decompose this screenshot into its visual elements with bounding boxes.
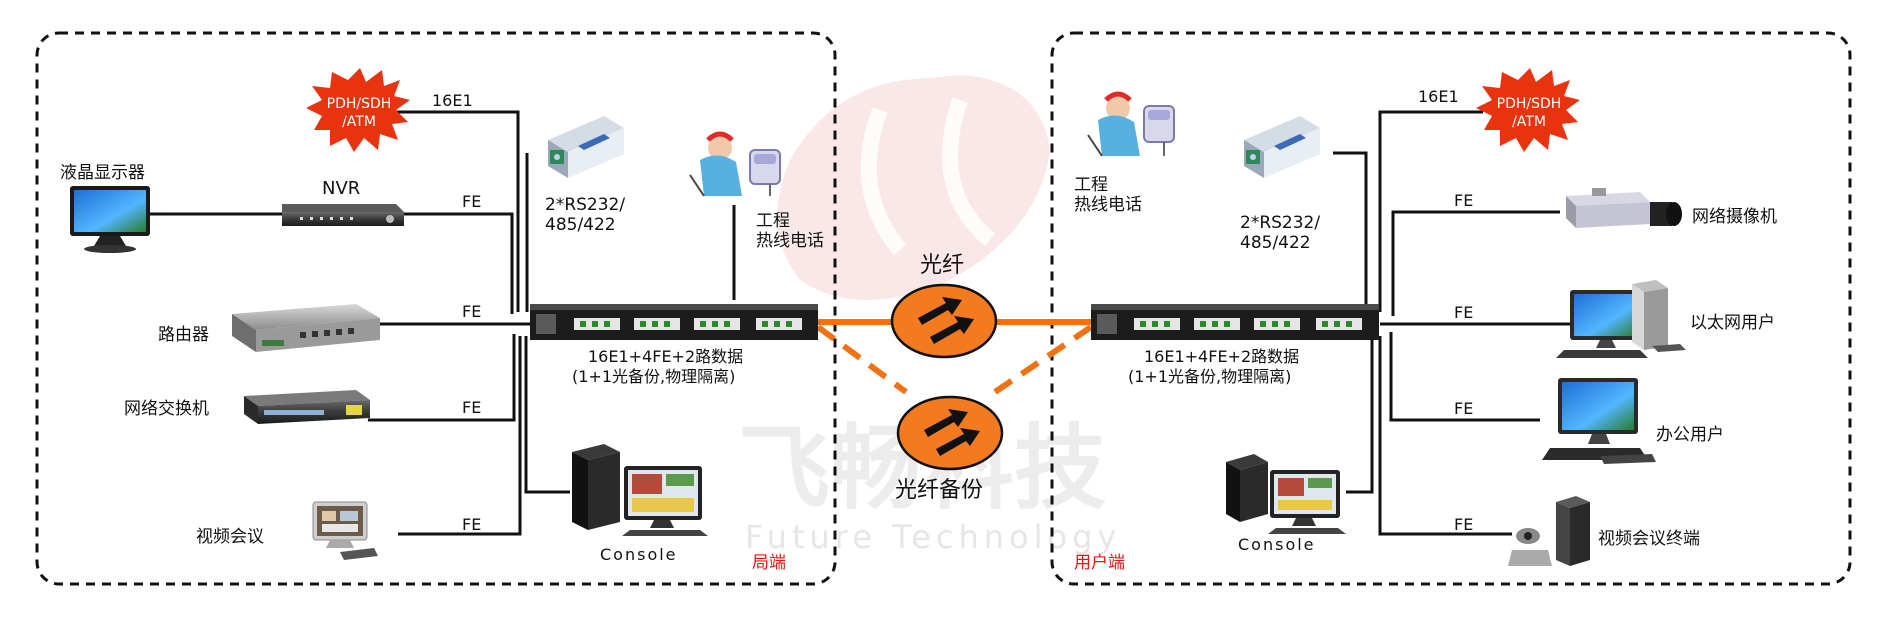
- pdh-label-left-2: /ATM: [342, 114, 376, 130]
- lcd-label: 液晶显示器: [60, 163, 145, 183]
- fiber-arrow-icon: [918, 297, 974, 344]
- network-camera-icon: [1566, 188, 1682, 228]
- e1-link-label-left: 16E1: [432, 91, 473, 110]
- device-caption-left-2: (1+1光备份,物理隔离): [572, 367, 735, 386]
- serial-converter-icon: [548, 116, 624, 178]
- device-caption-left-1: 16E1+4FE+2路数据: [588, 347, 743, 366]
- central-office-frame: [35, 31, 837, 586]
- video-terminal-label: 视频会议终端: [1598, 529, 1700, 549]
- router-icon: [232, 304, 380, 352]
- user-side-frame: [1050, 31, 1852, 586]
- watermark: 飞畅科技 Future Technology: [738, 75, 1121, 556]
- left-wires: [148, 110, 736, 536]
- console-label-right: Console: [1238, 535, 1316, 554]
- fe-label-right-1: FE: [1454, 191, 1473, 210]
- side-label-right: 用户端: [1074, 553, 1125, 573]
- nvr-label: NVR: [322, 178, 360, 199]
- hotline-phone-icon: [1087, 91, 1175, 157]
- device-caption-right-2: (1+1光备份,物理隔离): [1128, 367, 1291, 386]
- right-wires: [1333, 110, 1570, 536]
- fe-label-right-4: FE: [1454, 515, 1473, 534]
- fiber-arrow-icon: [924, 409, 980, 456]
- fiber-multiplexer-icon: [1091, 304, 1379, 340]
- fe-label-left-4: FE: [462, 515, 481, 534]
- device-caption-right-1: 16E1+4FE+2路数据: [1144, 347, 1299, 366]
- phone-label-left-2: 热线电话: [756, 231, 824, 251]
- fe-label-left-1: FE: [462, 192, 481, 211]
- serial-label-left-2: 485/422: [545, 215, 616, 235]
- console-pc-icon: [1226, 454, 1346, 534]
- fiber-circle-primary: [890, 283, 998, 359]
- serial-label-left-1: 2*RS232/: [545, 195, 625, 215]
- camera-label: 网络摄像机: [1692, 207, 1777, 227]
- phone-label-left-1: 工程: [756, 211, 790, 231]
- pdh-label-right-2: /ATM: [1512, 114, 1546, 130]
- video-conf-label: 视频会议: [196, 527, 264, 547]
- fiber-label: 光纤: [920, 253, 964, 278]
- pdh-label-left-1: PDH/SDH: [327, 96, 392, 112]
- desktop-pc-icon: [1542, 378, 1656, 464]
- phone-label-right-1: 工程: [1074, 175, 1108, 195]
- video-conference-icon: [1508, 496, 1590, 566]
- pdh-label-right-1: PDH/SDH: [1497, 96, 1562, 112]
- serial-label-right-1: 2*RS232/: [1240, 213, 1320, 233]
- fe-label-left-3: FE: [462, 398, 481, 417]
- watermark-en: Future Technology: [745, 518, 1121, 556]
- switch-label: 网络交换机: [124, 399, 209, 419]
- console-pc-icon: [572, 444, 708, 536]
- e1-link-label-right: 16E1: [1418, 87, 1459, 106]
- console-label-left: Console: [600, 545, 678, 564]
- network-switch-icon: [244, 390, 370, 424]
- hotline-phone-icon: [689, 131, 781, 197]
- fe-label-right-3: FE: [1454, 399, 1473, 418]
- serial-converter-icon: [1244, 116, 1320, 178]
- fe-label-left-2: FE: [462, 302, 481, 321]
- pdh-sdh-atm-burst-left: PDH/SDH /ATM: [306, 68, 410, 152]
- fiber-multiplexer-icon: [530, 304, 818, 340]
- lcd-monitor-icon: [70, 186, 150, 253]
- phone-label-right-2: 热线电话: [1074, 195, 1142, 215]
- fiber-circle-backup: [896, 395, 1004, 471]
- router-label: 路由器: [158, 325, 209, 345]
- nvr-recorder-icon: [282, 204, 404, 226]
- fe-label-right-2: FE: [1454, 303, 1473, 322]
- fiber-backup-label: 光纤备份: [895, 478, 983, 503]
- ethernet-user-label: 以太网用户: [1690, 313, 1775, 333]
- office-user-label: 办公用户: [1656, 425, 1724, 445]
- side-label-left: 局端: [752, 553, 786, 573]
- pdh-sdh-atm-burst-right: PDH/SDH /ATM: [1476, 68, 1580, 152]
- desktop-pc-icon: [1556, 280, 1686, 358]
- serial-label-right-2: 485/422: [1240, 233, 1311, 253]
- video-conference-icon: [312, 501, 378, 560]
